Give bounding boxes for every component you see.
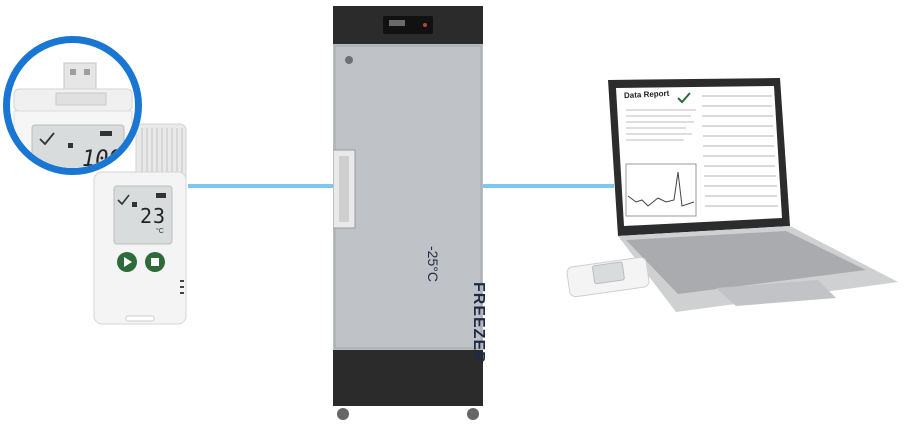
logger-unit: °C [156,228,164,235]
laptop: Data Report [566,76,902,316]
freezer-label: FREEZER [470,282,487,364]
freezer-temperature: -25°C [425,246,441,282]
usb-zoom-circle: 100 [3,36,142,175]
data-logger: 23 °C [92,120,192,330]
logger-reading: 23 [140,204,167,228]
connector-line-left [188,184,334,188]
freezer: -25°C FREEZER [333,6,487,426]
zoom-reading: 100 [82,147,122,172]
connector-line-right [482,184,614,188]
